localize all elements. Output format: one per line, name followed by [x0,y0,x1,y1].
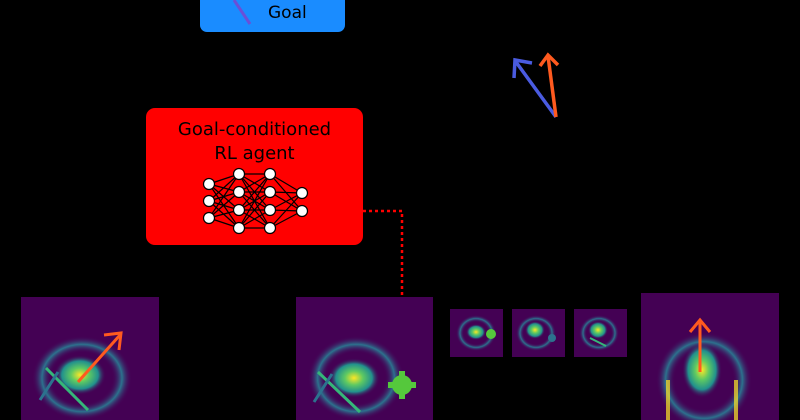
goal-label: Goal [268,3,307,23]
agent-title-line2: RL agent [214,143,295,164]
nn-edge [238,191,271,229]
agent-box: Goal-conditioned RL agent [146,108,363,245]
goal-box: Goal [200,0,345,32]
neural-network-icon [202,167,309,235]
nn-edge [238,173,271,211]
goal-direction-arrows [512,52,560,119]
nn-node [202,211,216,225]
agent-title-line1: Goal-conditioned [177,119,332,140]
nn-node [263,167,277,181]
nn-node [295,204,309,218]
target-gear-icon [388,371,416,399]
nn-edge [208,191,240,219]
nn-node [232,167,246,181]
nn-node [232,185,246,199]
nn-node [202,194,216,208]
nn-edge [269,173,303,194]
nn-node [295,186,309,200]
nn-edge [208,173,240,202]
rollout-thumbnails [450,309,627,357]
nn-node [263,203,277,217]
nn-edge [208,173,240,219]
nn-node [263,221,277,235]
nn-edge [269,192,303,229]
state-panel-right [641,293,779,420]
nn-edge [238,173,271,229]
state-panel-left [21,297,159,420]
nn-node [263,185,277,199]
nn-node [202,177,216,191]
nn-node [232,203,246,217]
goal-arrow-icon [232,0,252,25]
state-panel-center [296,297,433,420]
nn-node [232,221,246,235]
